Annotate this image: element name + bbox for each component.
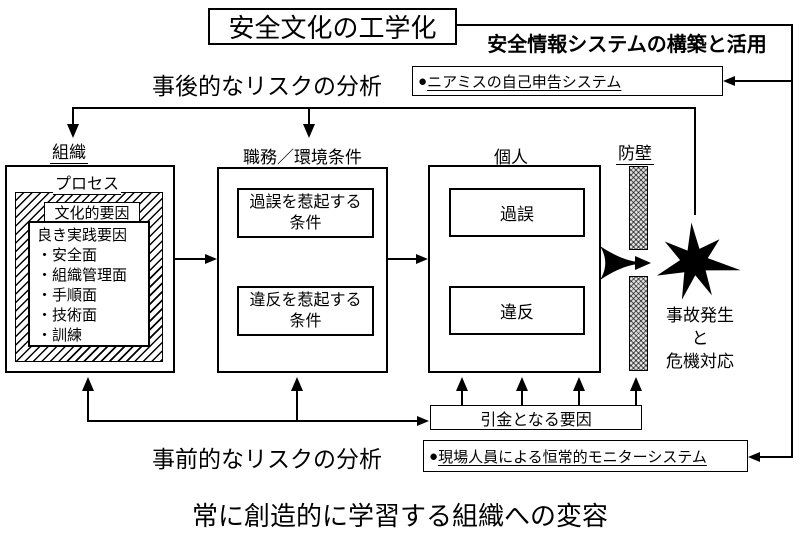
near-miss-system-label: ニアミスの自己申告システム [427,73,622,91]
good-practice-item: ・手順面 [37,287,98,304]
job-to-individual-line [388,258,418,260]
error-box: 過誤 [449,188,585,237]
violation-label: 違反 [500,303,534,322]
arrow-left-icon [748,452,760,462]
posthoc-arrow-stem-org [72,107,74,124]
proactive-stem-job [296,391,298,422]
title-to-rail-line [457,24,793,26]
rail-to-monitor-line [757,456,791,458]
process-label: プロセス [53,176,122,196]
trigger-arrow-stem [635,391,637,405]
arrow-up-icon [456,377,468,391]
arrow-down-icon [303,124,315,138]
posthoc-arrow-stem-job [308,107,310,124]
bullet-icon: ● [429,447,439,465]
proactive-analysis-label: 事前的なリスクの分析 [152,446,382,472]
violation-condition-line2: 条件 [289,313,322,330]
good-practice-item: ・技術面 [37,307,98,324]
cultural-factor-label: 文化的要因 [54,204,130,222]
impact-arrow-icon [600,246,651,280]
near-miss-system-box: ●ニアミスの自己申告システム [412,66,723,96]
trigger-factor-label: 引金となる要因 [480,411,592,429]
accident-line2: と [691,329,709,348]
arrow-up-icon [573,377,585,391]
arrow-up-icon [291,377,303,391]
organization-label: 組織 [50,143,88,164]
proactive-feedback-line [87,420,418,422]
violation-condition-line1: 違反を惹起する [249,292,362,309]
arrow-up-icon [82,377,94,391]
arrow-down-icon [67,124,79,138]
trigger-arrow-stem [461,391,463,405]
accident-line3: 危機対応 [666,352,734,371]
good-practice-item: ・訓練 [37,327,83,344]
cultural-factor-box: 文化的要因 [44,202,140,222]
arrow-right-icon [416,254,428,264]
good-practice-box: 良き実践要因 ・安全面 ・組織管理面 ・手順面 ・技術面 ・訓練 [28,221,150,347]
diagram-title: 安全文化の工学化 [228,13,437,43]
org-to-job-line [175,258,208,260]
arrow-left-icon [723,76,735,86]
good-practice-title: 良き実践要因 [37,227,128,244]
error-condition-line1: 過誤を惹起する [249,194,362,211]
barrier-bar-top [629,166,648,250]
arrow-up-icon [516,377,528,391]
trigger-arrow-stem [521,391,523,405]
trigger-arrow-stem [578,391,580,405]
footer-title: 常に創造的に学習する組織への変容 [191,501,608,531]
trigger-factor-box: 引金となる要因 [430,405,642,430]
right-rail-line [791,24,793,458]
accident-caption: 事故発生 と 危機対応 [648,304,752,373]
good-practice-item: ・安全面 [37,247,98,264]
accident-line1: 事故発生 [666,306,734,325]
title-box: 安全文化の工学化 [208,8,457,45]
error-condition-box: 過誤を惹起する 条件 [237,188,374,238]
barrier-bar-bottom [629,276,648,371]
monitor-system-label: 現場人員による恒常的モニターシステム [438,448,707,466]
post-hoc-analysis-label: 事後的なリスクの分析 [152,73,382,99]
good-practice-item: ・組織管理面 [37,267,128,284]
arrow-right-icon [417,416,429,426]
individual-label: 個人 [492,148,530,169]
error-condition-line2: 条件 [289,215,322,232]
proactive-stem-org [87,391,89,422]
monitor-system-box: ●現場人員による恒常的モニターシステム [423,440,748,472]
violation-condition-box: 違反を惹起する 条件 [237,286,374,336]
barrier-label: 防壁 [616,144,654,165]
posthoc-feedback-drop-line [694,107,696,215]
arrow-right-icon [205,254,217,264]
info-system-heading: 安全情報システムの構築と活用 [487,34,767,56]
bullet-icon: ● [418,72,428,90]
rail-to-nearmiss-line [730,80,791,82]
error-label: 過誤 [500,205,534,224]
violation-box: 違反 [449,286,585,335]
job-env-label: 職務／環境条件 [241,148,364,169]
explosion-star-icon [656,222,741,300]
arrow-up-icon [630,377,642,391]
posthoc-feedback-line [72,107,696,109]
